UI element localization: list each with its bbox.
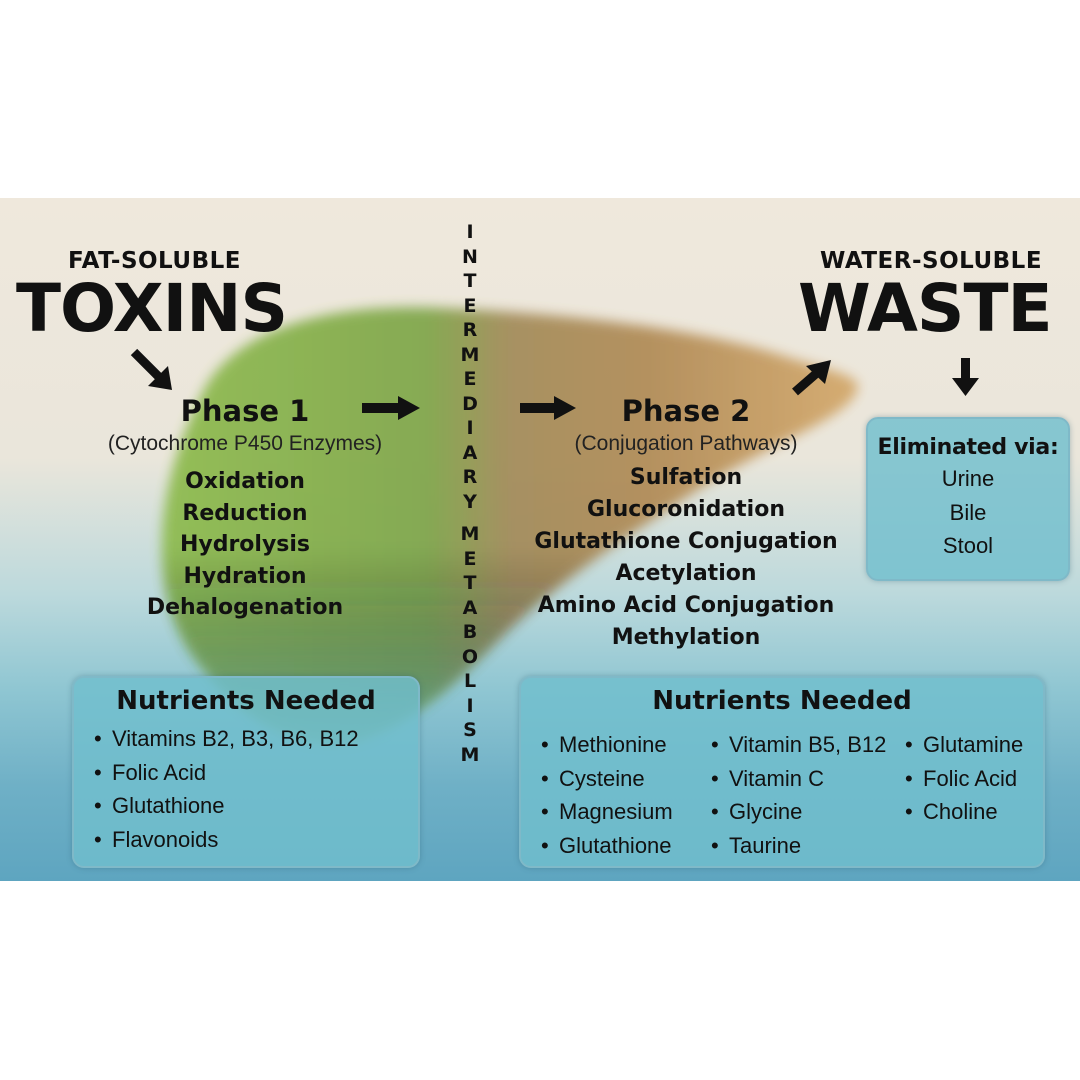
phase1-subtitle: (Cytochrome P450 Enzymes) — [95, 432, 395, 456]
diagram-panel: FAT-SOLUBLE TOXINS WATER-SOLUBLE WASTE I… — [0, 198, 1080, 881]
reaction-item: Amino Acid Conjugation — [526, 590, 846, 622]
nutrient-item: Glycine — [711, 795, 886, 829]
reaction-item: Sulfation — [526, 462, 846, 494]
reaction-item: Hydrolysis — [95, 529, 395, 561]
vertical-letter: B — [458, 620, 482, 645]
nutrient-item: Cysteine — [541, 762, 673, 796]
reaction-item: Glutathione Conjugation — [526, 526, 846, 558]
reaction-item: Methylation — [526, 622, 846, 654]
phase2-reactions: Sulfation Glucoronidation Glutathione Co… — [526, 462, 846, 654]
vertical-letter: M — [458, 522, 482, 547]
phase2-title: Phase 2 — [526, 394, 846, 428]
vertical-letter: A — [458, 441, 482, 466]
vertical-letter: N — [458, 245, 482, 270]
phase2-nutrients-col2: Vitamin B5, B12 Vitamin C Glycine Taurin… — [711, 728, 886, 862]
elimination-item: Urine — [868, 462, 1068, 496]
vertical-letter: M — [458, 743, 482, 768]
vertical-letter: A — [458, 596, 482, 621]
phase2-nutrients-col3: Glutamine Folic Acid Choline — [905, 728, 1023, 829]
phase2-nutrients-box: Nutrients Needed Methionine Cysteine Mag… — [519, 676, 1045, 868]
phase1-nutrients-title: Nutrients Needed — [74, 686, 418, 716]
waste-heading: WASTE — [798, 276, 1052, 342]
nutrient-item: Vitamin B5, B12 — [711, 728, 886, 762]
phase1-reactions: Oxidation Reduction Hydrolysis Hydration… — [95, 466, 395, 624]
nutrient-item: Glutathione — [541, 829, 673, 863]
vertical-letter: T — [458, 269, 482, 294]
phase2-section: Phase 2 (Conjugation Pathways) Sulfation… — [526, 394, 846, 654]
nutrient-item: Magnesium — [541, 795, 673, 829]
vertical-letter: I — [458, 416, 482, 441]
vertical-letter: E — [458, 294, 482, 319]
nutrient-item: Folic Acid — [94, 756, 418, 790]
elimination-title: Eliminated via: — [868, 435, 1068, 460]
phase2-nutrients-col1: Methionine Cysteine Magnesium Glutathion… — [541, 728, 673, 862]
nutrient-item: Folic Acid — [905, 762, 1023, 796]
toxins-heading: TOXINS — [16, 276, 287, 342]
nutrient-item: Choline — [905, 795, 1023, 829]
vertical-letter: E — [458, 367, 482, 392]
nutrient-item: Methionine — [541, 728, 673, 762]
nutrient-item: Vitamins B2, B3, B6, B12 — [94, 722, 418, 756]
nutrient-item: Flavonoids — [94, 823, 418, 857]
vertical-letter: D — [458, 392, 482, 417]
elimination-item: Stool — [868, 529, 1068, 563]
vertical-letter: R — [458, 318, 482, 343]
elimination-list: Urine Bile Stool — [868, 462, 1068, 563]
phase2-subtitle: (Conjugation Pathways) — [526, 432, 846, 456]
reaction-item: Acetylation — [526, 558, 846, 590]
nutrient-item: Glutamine — [905, 728, 1023, 762]
reaction-item: Dehalogenation — [95, 592, 395, 624]
nutrient-item: Glutathione — [94, 789, 418, 823]
vertical-letter: E — [458, 547, 482, 572]
reaction-item: Hydration — [95, 561, 395, 593]
reaction-item: Glucoronidation — [526, 494, 846, 526]
vertical-letter: I — [458, 694, 482, 719]
phase1-title: Phase 1 — [95, 394, 395, 428]
phase2-nutrients-title: Nutrients Needed — [521, 686, 1043, 716]
vertical-letter: O — [458, 645, 482, 670]
elimination-box: Eliminated via: Urine Bile Stool — [866, 417, 1070, 581]
vertical-letter: S — [458, 718, 482, 743]
reaction-item: Reduction — [95, 498, 395, 530]
arrow-toxins-to-phase1 — [134, 352, 172, 390]
vertical-letter: T — [458, 571, 482, 596]
phase1-nutrients-list: Vitamins B2, B3, B6, B12 Folic Acid Glut… — [94, 722, 418, 856]
vertical-letter: M — [458, 343, 482, 368]
phase1-section: Phase 1 (Cytochrome P450 Enzymes) Oxidat… — [95, 394, 395, 624]
arrow-waste-to-elimination — [952, 358, 979, 396]
elimination-item: Bile — [868, 496, 1068, 530]
vertical-letter: Y — [458, 490, 482, 515]
vertical-letter: L — [458, 669, 482, 694]
reaction-item: Oxidation — [95, 466, 395, 498]
vertical-letter: I — [458, 220, 482, 245]
phase1-nutrients-box: Nutrients Needed Vitamins B2, B3, B6, B1… — [72, 676, 420, 868]
nutrient-item: Taurine — [711, 829, 886, 863]
nutrient-item: Vitamin C — [711, 762, 886, 796]
vertical-letter: R — [458, 465, 482, 490]
